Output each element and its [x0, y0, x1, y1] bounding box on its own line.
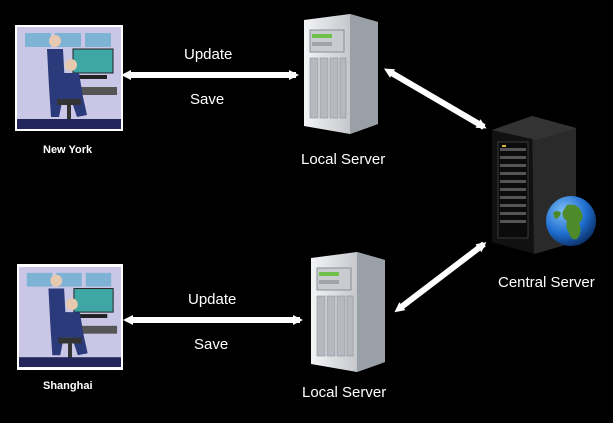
shanghai-office [17, 264, 123, 370]
office-workers-icon [17, 27, 121, 129]
tower-server-icon [304, 14, 378, 134]
local-server-label: Local Server [302, 384, 387, 401]
newyork-office [15, 25, 123, 131]
tower-server-icon [311, 252, 385, 372]
arrow-local1-central [383, 68, 487, 130]
link-label-update: Update [184, 46, 233, 63]
office-label-shanghai: Shanghai [43, 380, 93, 392]
office-workers-icon [19, 266, 121, 368]
arrow-local2-central [394, 241, 487, 313]
link-label-update: Update [188, 291, 237, 308]
link-label-save: Save [190, 91, 225, 108]
central-server-label: Central Server [498, 274, 595, 291]
local-server-label: Local Server [301, 151, 386, 168]
office-label-newyork: New York [43, 144, 93, 156]
link-label-save: Save [194, 336, 229, 353]
globe-icon [546, 196, 596, 246]
